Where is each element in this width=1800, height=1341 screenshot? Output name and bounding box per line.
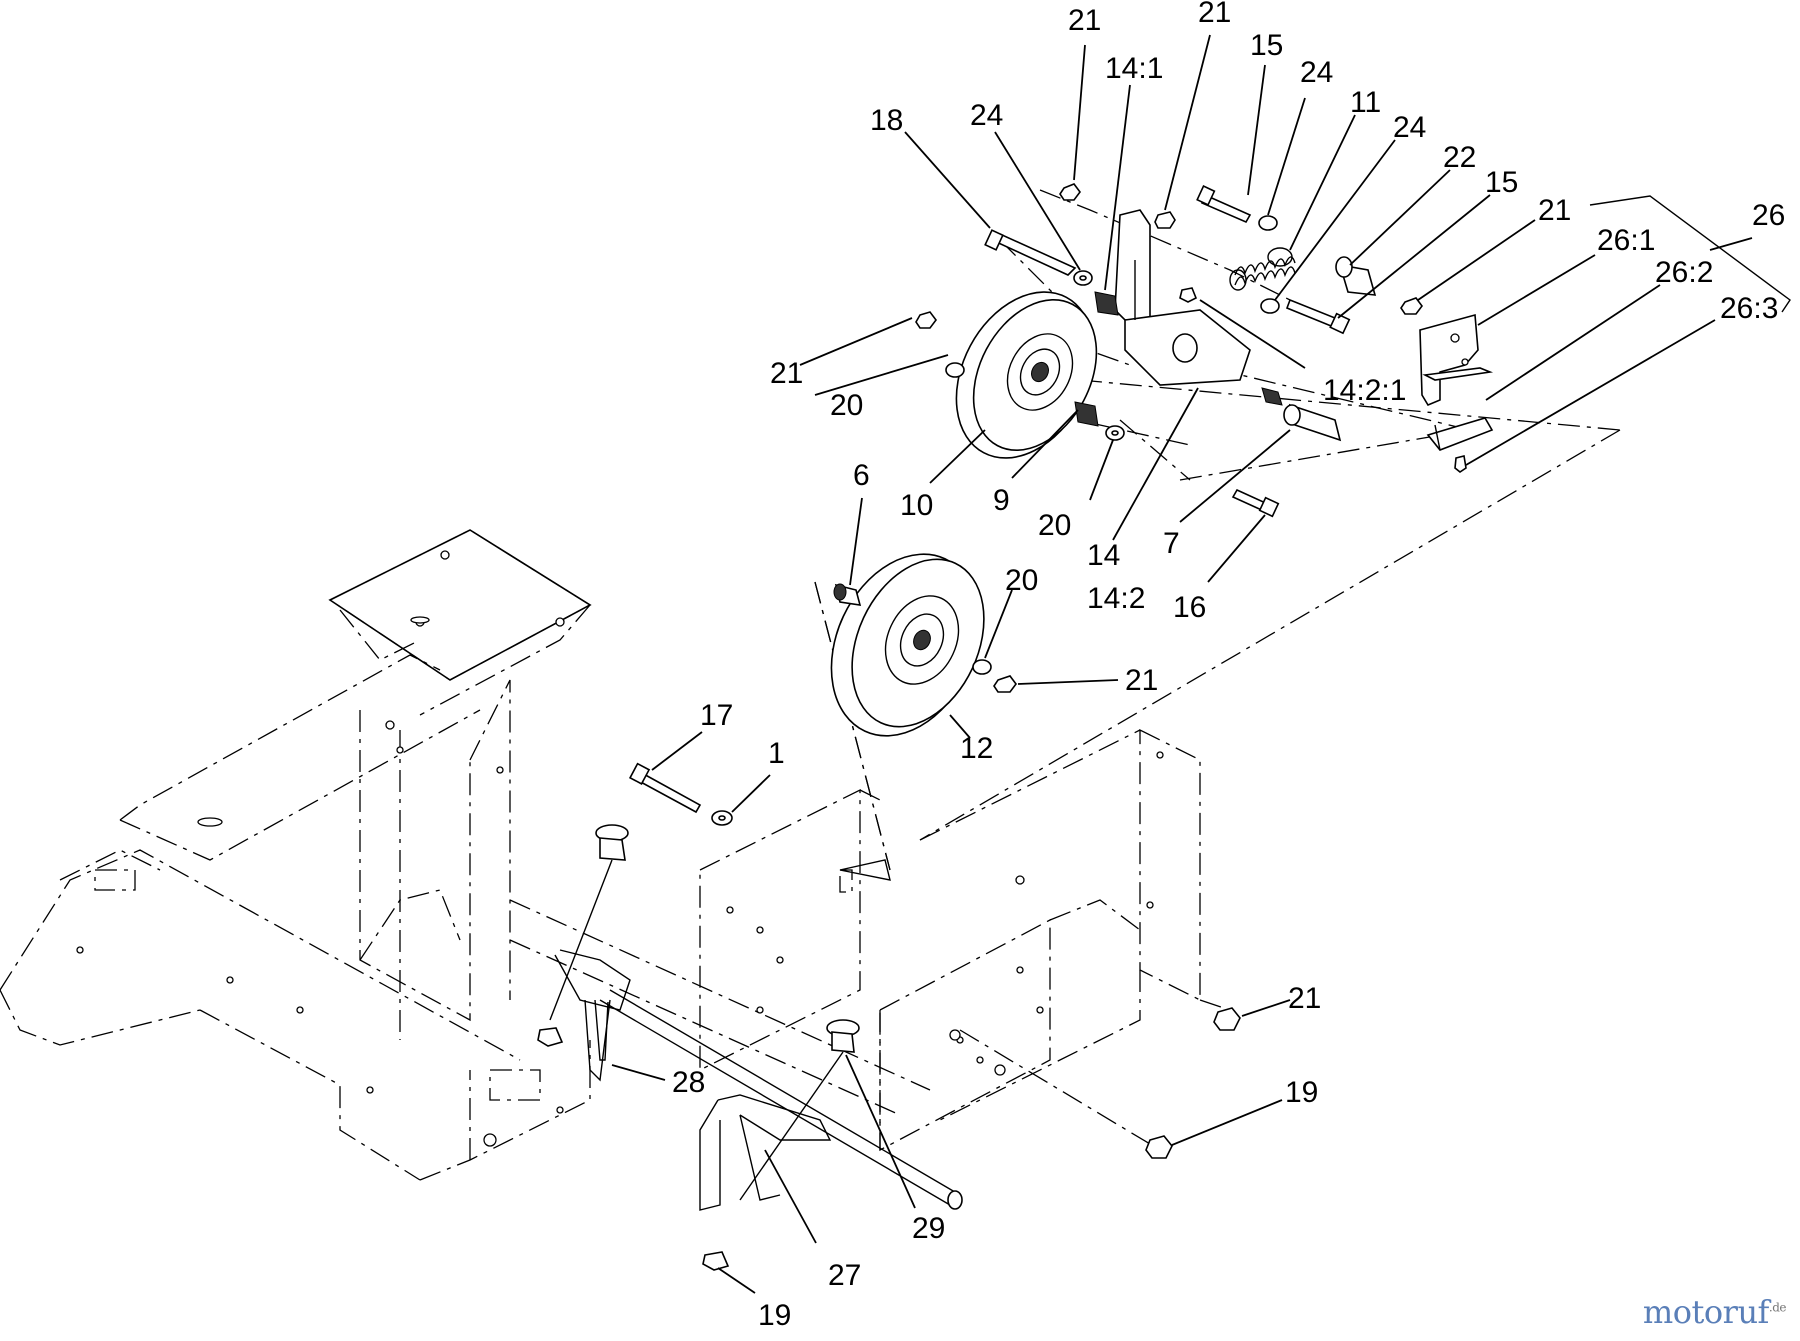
callout-21: 21: [1198, 0, 1231, 29]
lever-assembly: [537, 762, 1241, 1271]
callout-24: 24: [970, 99, 1003, 132]
callout-21: 21: [1068, 4, 1101, 37]
callout-16: 16: [1173, 591, 1206, 624]
pulley-10: [915, 291, 1125, 459]
callout-11: 11: [1350, 86, 1381, 119]
callout-labels: 21 21 14:1 15 24 11 24 22 15 21 26 26:1 …: [672, 0, 1785, 1332]
callout-1: 1: [768, 737, 785, 770]
callout-14-2-1: 14:2:1: [1323, 374, 1406, 407]
callout-19: 19: [1285, 1076, 1318, 1109]
callout-26-3: 26:3: [1720, 292, 1778, 325]
callout-14-2: 14:2: [1087, 582, 1145, 615]
callout-9: 9: [993, 484, 1010, 517]
mounting-plates: [699, 728, 1231, 1152]
callout-27: 27: [828, 1259, 861, 1292]
callout-20: 20: [830, 389, 863, 422]
watermark-logo: motoruf.de: [1642, 1293, 1787, 1331]
spring-11: [1229, 247, 1296, 291]
callout-26-1: 26:1: [1597, 224, 1655, 257]
callout-18: 18: [870, 104, 903, 137]
callout-15: 15: [1485, 166, 1518, 199]
callout-24: 24: [1300, 56, 1333, 89]
callout-21: 21: [770, 357, 803, 390]
callout-24: 24: [1393, 111, 1426, 144]
callout-6: 6: [853, 459, 870, 492]
callout-20: 20: [1038, 509, 1071, 542]
watermark-brand: motoruf: [1642, 1293, 1769, 1331]
callout-22: 22: [1443, 141, 1476, 174]
callout-21: 21: [1288, 982, 1321, 1015]
callout-28: 28: [672, 1066, 705, 1099]
chassis-frame: [0, 529, 931, 1181]
callout-26: 26: [1752, 199, 1785, 232]
callout-14: 14: [1087, 539, 1120, 572]
pulley-12: [830, 553, 1017, 737]
bolt-18: [984, 229, 1077, 276]
callout-21: 21: [1538, 194, 1571, 227]
callout-12: 12: [960, 732, 993, 765]
callout-20: 20: [1005, 564, 1038, 597]
callout-17: 17: [700, 699, 733, 732]
callout-7: 7: [1163, 527, 1180, 560]
leader-lines: [611, 34, 1753, 1294]
watermark-tld: .de: [1768, 1300, 1787, 1315]
callout-19: 19: [758, 1299, 791, 1332]
callout-14-1: 14:1: [1105, 52, 1163, 85]
callout-26-2: 26:2: [1655, 256, 1713, 289]
callout-15: 15: [1250, 29, 1283, 62]
callout-29: 29: [912, 1212, 945, 1245]
idler-arm-assembly: [984, 183, 1423, 518]
callout-21: 21: [1125, 664, 1158, 697]
callout-10: 10: [900, 489, 933, 522]
